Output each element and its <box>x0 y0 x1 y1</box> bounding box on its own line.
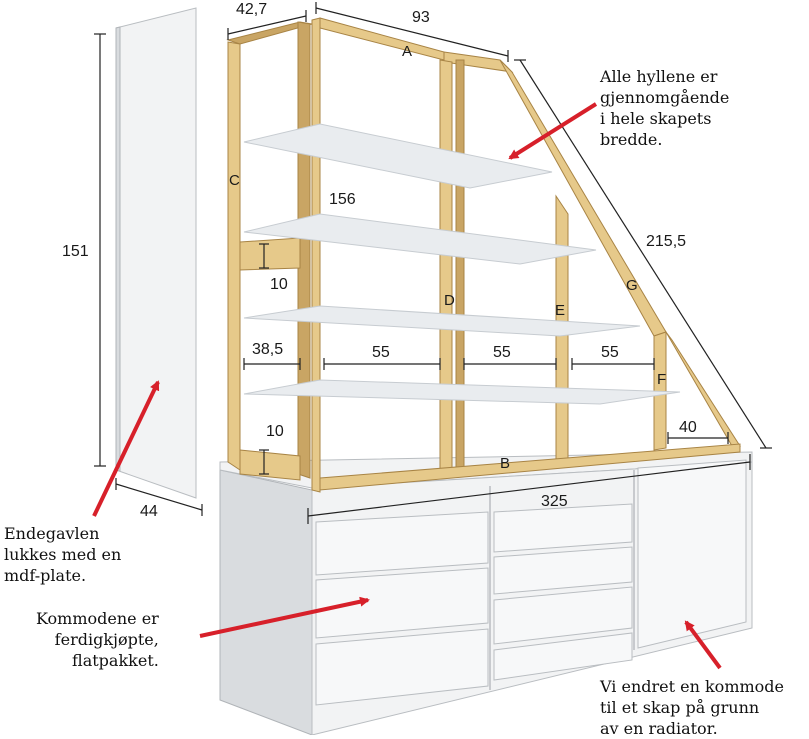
drawer-front <box>315 567 489 639</box>
frame-post-back-left <box>227 41 241 471</box>
part-label-c: C <box>229 172 240 189</box>
dim-end-panel-depth: 44 <box>140 503 158 520</box>
dim-side-span: 38,5 <box>252 341 283 358</box>
shelf <box>243 379 681 405</box>
dim-line-width-top <box>315 7 509 57</box>
part-label-d: D <box>444 292 455 309</box>
note-dressers: Kommodene er ferdigkjøpte, flatpakket. <box>36 609 159 670</box>
frame-post-d2 <box>455 59 465 473</box>
arrow-dressers <box>199 596 370 638</box>
dim-span-3: 55 <box>601 344 619 361</box>
drawer-front <box>315 628 489 706</box>
dim-diagonal: 215,5 <box>646 233 686 250</box>
end-panel <box>115 7 197 499</box>
drawer-front <box>493 546 633 595</box>
dim-end-span: 40 <box>679 419 697 436</box>
dim-depth-top: 42,7 <box>236 1 267 18</box>
dim-end-panel-height: 151 <box>62 243 89 260</box>
part-label-a: A <box>402 43 412 60</box>
callout-arrows <box>92 102 722 670</box>
cabinet-door <box>637 459 747 649</box>
shelf <box>243 123 553 189</box>
frame-post-d <box>439 59 453 475</box>
part-label-g: G <box>626 277 638 294</box>
dimension-lines <box>94 2 772 524</box>
dim-rail-upper: 10 <box>270 276 288 293</box>
frame-beam-b <box>319 443 741 491</box>
drawer-front <box>493 586 633 645</box>
arrow-radiator <box>684 620 722 670</box>
dim-total-width: 325 <box>541 493 568 510</box>
drawer-front <box>493 503 633 553</box>
drawer-front <box>493 632 633 681</box>
dresser-drawers <box>315 459 747 706</box>
dim-width-top: 93 <box>412 9 430 26</box>
dim-span-1: 55 <box>372 344 390 361</box>
frame-rail-lower <box>239 449 301 481</box>
frame-rail-upper <box>239 237 301 271</box>
dim-height-frame: 156 <box>329 191 356 208</box>
part-label-f: F <box>657 371 666 388</box>
arrow-end-panel <box>92 380 160 517</box>
note-radiator: Vi endret en kommode til et skap på grun… <box>600 677 784 738</box>
dim-line-depth-top <box>227 15 307 35</box>
note-end-panel: Endegavlen lukkes med en mdf-plate. <box>4 524 122 585</box>
dim-line-end-panel-depth <box>115 483 203 511</box>
dim-span-2: 55 <box>493 344 511 361</box>
note-shelves: Alle hyllene er gjennomgående i hele ska… <box>600 67 730 149</box>
dresser-side <box>219 469 313 735</box>
shelf <box>243 305 641 337</box>
part-label-e: E <box>555 302 565 319</box>
shelf <box>243 213 597 265</box>
dim-rail-lower: 10 <box>266 423 284 440</box>
dresser-base <box>219 451 753 735</box>
shelves <box>243 123 681 405</box>
end-panel-edge <box>115 26 121 472</box>
dim-line-total-width <box>307 461 751 517</box>
drawer-front <box>315 511 489 576</box>
arrow-shelves <box>508 102 598 160</box>
part-label-b: B <box>500 455 510 472</box>
shelf-frame <box>226 17 741 493</box>
frame-post-front-left <box>311 17 321 493</box>
